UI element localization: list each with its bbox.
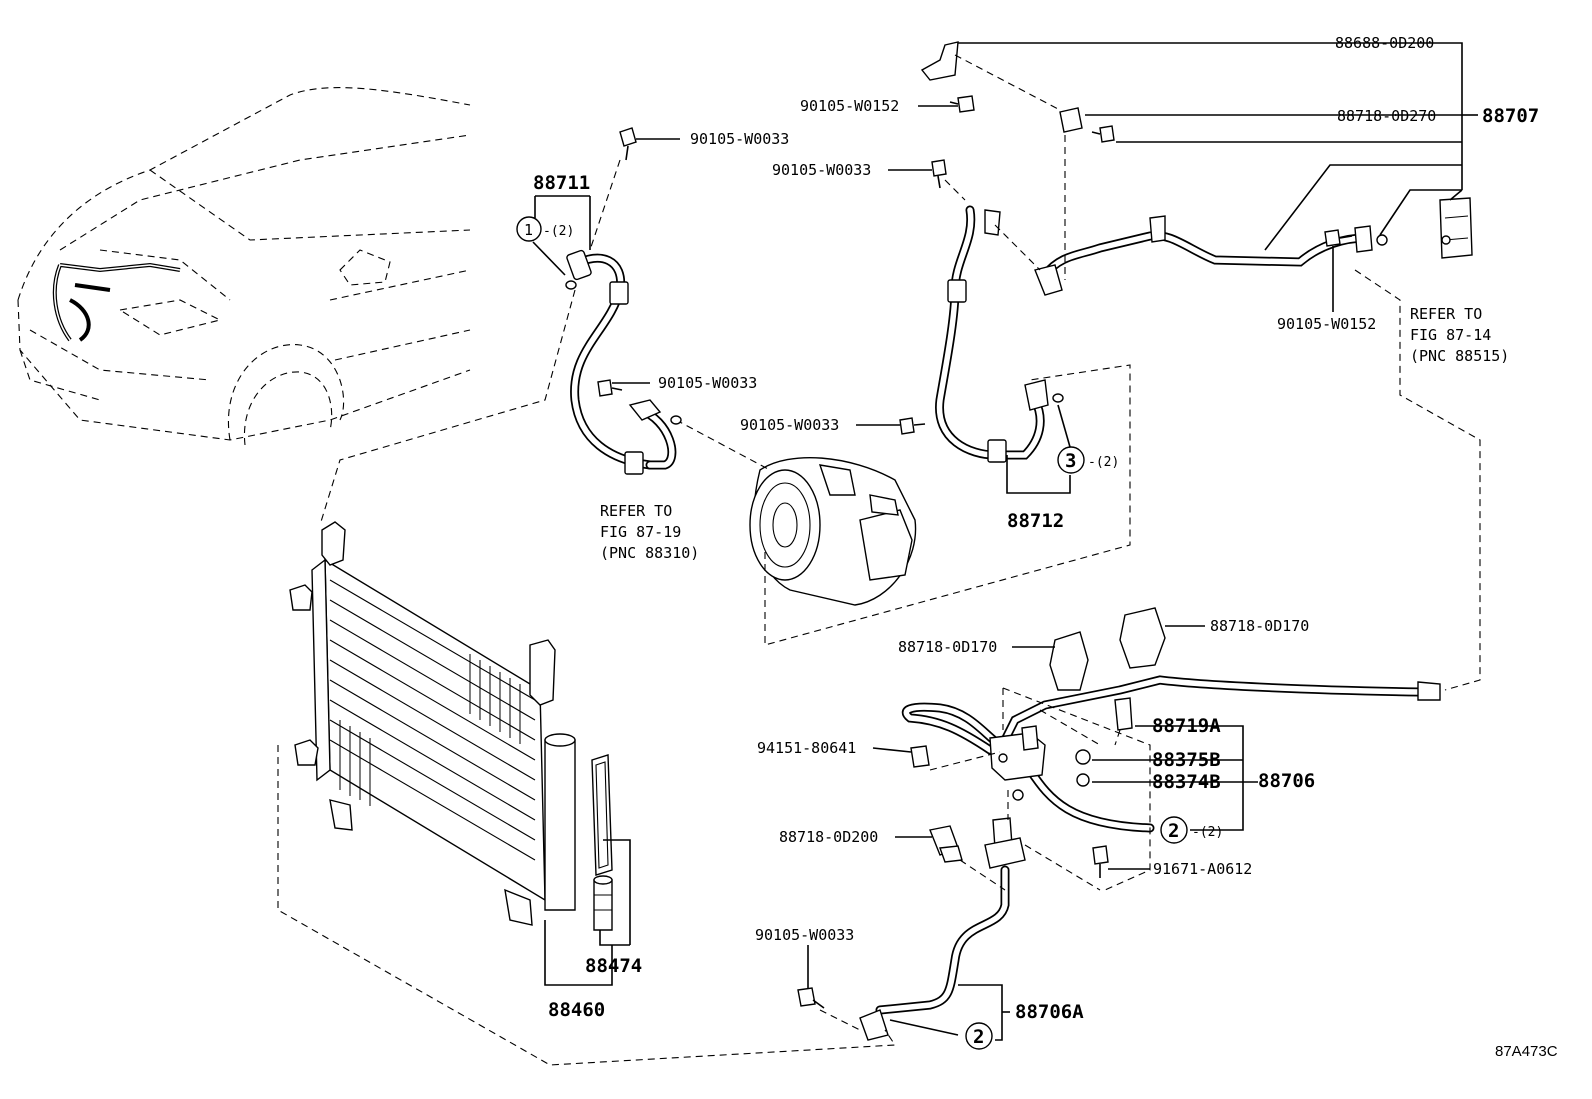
label-90105-W0152-top: 90105-W0152 <box>800 97 899 115</box>
callout-qty: -(2) <box>543 224 574 239</box>
hose-88712 <box>935 205 1064 463</box>
label-91671-A0612: 91671-A0612 <box>1153 860 1252 878</box>
reference-valve: REFER TO FIG 87-14 (PNC 88515) <box>1410 305 1509 365</box>
ref-compressor-line3: (PNC 88310) <box>600 544 699 562</box>
callout-qty: -(2) <box>1088 455 1119 470</box>
label-88718-0D270: 88718-0D270 <box>1337 107 1436 125</box>
callout-2b: 2 <box>965 1022 993 1050</box>
label-88718-0D170-a: 88718-0D170 <box>898 638 997 656</box>
label-90105-W0152-right: 90105-W0152 <box>1277 315 1376 333</box>
condenser-assembly <box>289 521 576 926</box>
callout-2a: 2 -(2) <box>1160 816 1223 844</box>
diagram-code: 87A473C <box>1495 1043 1558 1060</box>
reference-compressor: REFER TO FIG 87-19 (PNC 88310) <box>600 502 699 562</box>
label-88375B: 88375B <box>1152 749 1221 771</box>
compressor <box>749 457 917 606</box>
label-88460: 88460 <box>548 999 605 1021</box>
desiccant-parts <box>591 754 613 931</box>
callout-number: 3 <box>1065 450 1076 472</box>
label-88719A: 88719A <box>1152 715 1221 737</box>
label-88706: 88706 <box>1258 770 1315 792</box>
callout-number: 1 <box>524 221 533 239</box>
hose-88711 <box>565 249 682 475</box>
pipe-88707 <box>920 41 1473 296</box>
label-88474: 88474 <box>585 955 642 977</box>
leader-lines <box>532 42 1478 1041</box>
ref-valve-line2: FIG 87-14 <box>1410 326 1491 344</box>
label-88374B: 88374B <box>1152 771 1221 793</box>
label-88707: 88707 <box>1482 105 1539 127</box>
ref-valve-line3: (PNC 88515) <box>1410 347 1509 365</box>
label-88688-0D200: 88688-0D200 <box>1335 34 1434 52</box>
callout-number: 2 <box>973 1026 984 1048</box>
compressor-group-outline <box>764 364 1131 646</box>
hose-88706A <box>859 789 1026 1041</box>
callout-1: 1 -(2) <box>516 216 574 242</box>
ref-valve-line1: REFER TO <box>1410 305 1482 323</box>
label-94151-80641: 94151-80641 <box>757 739 856 757</box>
label-90105-W0033-a: 90105-W0033 <box>690 130 789 148</box>
label-88711: 88711 <box>533 172 590 194</box>
vehicle-sketch <box>17 87 471 446</box>
callout-qty: -(2) <box>1192 825 1223 840</box>
callout-3: 3 -(2) <box>1057 446 1119 474</box>
callout-number: 2 <box>1168 820 1179 842</box>
part-labels: 88688-0D200 90105-W0152 88718-0D270 8870… <box>533 34 1539 1023</box>
ref-compressor-line2: FIG 87-19 <box>600 523 681 541</box>
label-88718-0D200: 88718-0D200 <box>779 828 878 846</box>
label-88706A: 88706A <box>1015 1001 1084 1023</box>
bolts <box>597 95 1353 1009</box>
ref-compressor-line1: REFER TO <box>600 502 672 520</box>
label-90105-W0033-b: 90105-W0033 <box>658 374 757 392</box>
label-88712: 88712 <box>1007 510 1064 532</box>
label-90105-W0033-top: 90105-W0033 <box>772 161 871 179</box>
pipe-88706 <box>901 607 1441 833</box>
label-90105-W0033-e: 90105-W0033 <box>755 926 854 944</box>
label-90105-W0033-c: 90105-W0033 <box>740 416 839 434</box>
dashed-leaders <box>277 54 1481 1066</box>
label-88718-0D170-b: 88718-0D170 <box>1210 617 1309 635</box>
